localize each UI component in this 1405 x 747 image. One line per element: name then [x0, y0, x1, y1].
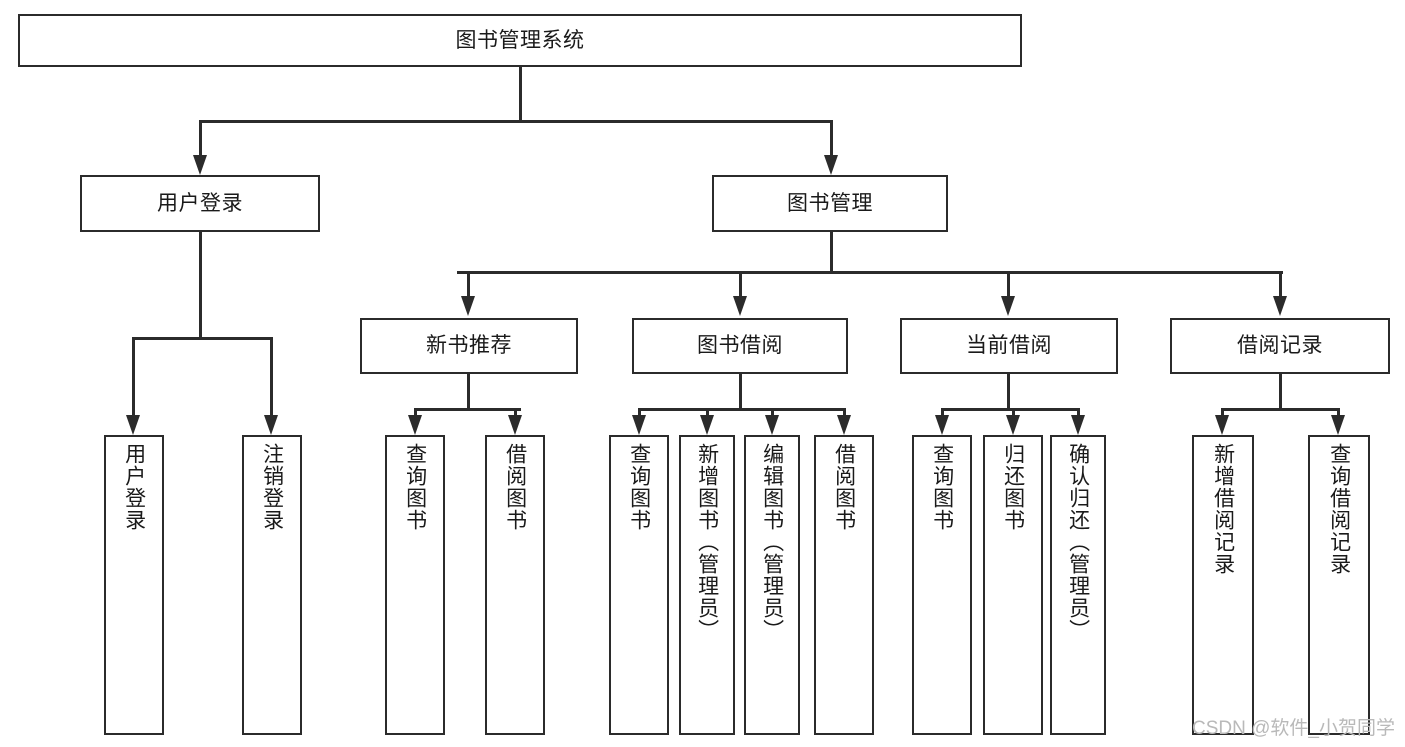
arrow-to-current-borrow — [1001, 296, 1015, 316]
node-label: 注销登录 — [260, 443, 284, 531]
connector-root-stem — [519, 67, 522, 120]
arrow-to-leaf-return-book — [1006, 415, 1020, 435]
connector-borrow-record-stem — [1279, 374, 1282, 408]
node-book-borrow[interactable]: 图书借阅 — [632, 318, 848, 374]
arrow-to-leaf-borrow-book-1 — [508, 415, 522, 435]
arrow-to-book-manage — [824, 155, 838, 175]
leaf-node-query-borrow-record[interactable]: 查询借阅记录 — [1308, 435, 1370, 735]
node-label: 编辑图书（管理员） — [760, 443, 784, 641]
connector-level2-bus — [457, 271, 1283, 274]
connector-to-leaf-user-login — [132, 337, 135, 417]
leaf-node-borrow-book[interactable]: 借阅图书 — [814, 435, 874, 735]
node-label: 借阅图书 — [832, 443, 856, 531]
node-label: 图书管理 — [787, 191, 873, 215]
connector-book-borrow-stem — [739, 374, 742, 408]
connector-to-current-borrow — [1007, 271, 1010, 298]
node-label: 用户登录 — [122, 443, 146, 531]
arrow-to-new-book-recommend — [461, 296, 475, 316]
node-new-book-recommend[interactable]: 新书推荐 — [360, 318, 578, 374]
node-label: 用户登录 — [157, 191, 243, 215]
connector-to-leaf-add-record — [1221, 408, 1224, 417]
connector-user-login-stem — [199, 232, 202, 337]
connector-to-new-book-recommend — [467, 271, 470, 298]
connector-to-leaf-query-book-3 — [941, 408, 944, 417]
leaf-node-confirm-return-admin[interactable]: 确认归还（管理员） — [1050, 435, 1106, 735]
node-label: 查询图书 — [627, 443, 651, 531]
connector-to-leaf-query-record — [1337, 408, 1340, 417]
leaf-node-query-book-recommend[interactable]: 查询图书 — [385, 435, 445, 735]
leaf-node-user-login[interactable]: 用户登录 — [104, 435, 164, 735]
arrow-to-book-borrow — [733, 296, 747, 316]
node-label: 借阅记录 — [1237, 334, 1323, 358]
connector-to-leaf-borrow-book-1 — [514, 408, 517, 417]
connector-book-borrow-bus — [638, 408, 844, 411]
node-label: 新增图书（管理员） — [695, 443, 719, 641]
connector-to-leaf-return-book — [1012, 408, 1015, 417]
connector-to-leaf-edit-book — [771, 408, 774, 417]
arrow-to-leaf-query-book-1 — [408, 415, 422, 435]
arrow-to-leaf-edit-book — [765, 415, 779, 435]
connector-borrow-record-bus — [1221, 408, 1339, 411]
node-label: 查询图书 — [930, 443, 954, 531]
arrow-to-leaf-logout — [264, 415, 278, 435]
connector-book-manage-stem — [830, 232, 833, 271]
connector-to-borrow-record — [1279, 271, 1282, 298]
node-label: 查询图书 — [403, 443, 427, 531]
connector-to-leaf-confirm-return — [1077, 408, 1080, 417]
connector-current-borrow-bus — [941, 408, 1078, 411]
connector-to-leaf-query-book-2 — [638, 408, 641, 417]
connector-to-book-manage — [830, 120, 833, 157]
arrow-to-leaf-add-book — [700, 415, 714, 435]
connector-to-user-login — [199, 120, 202, 157]
node-book-management[interactable]: 图书管理 — [712, 175, 948, 232]
connector-to-leaf-logout — [270, 337, 273, 417]
node-label: 图书借阅 — [697, 334, 783, 358]
arrow-to-borrow-record — [1273, 296, 1287, 316]
arrow-to-leaf-query-book-3 — [935, 415, 949, 435]
node-user-login[interactable]: 用户登录 — [80, 175, 320, 232]
connector-new-book-stem — [467, 374, 470, 408]
node-label: 当前借阅 — [966, 334, 1052, 358]
connector-to-book-borrow — [739, 271, 742, 298]
node-root-book-management-system[interactable]: 图书管理系统 — [18, 14, 1022, 67]
node-current-borrow[interactable]: 当前借阅 — [900, 318, 1118, 374]
node-label: 查询借阅记录 — [1327, 443, 1351, 575]
connector-user-login-bus — [132, 337, 272, 340]
arrow-to-leaf-query-book-2 — [632, 415, 646, 435]
arrow-to-leaf-add-record — [1215, 415, 1229, 435]
node-label: 图书管理系统 — [455, 28, 585, 52]
connector-to-leaf-add-book — [706, 408, 709, 417]
node-label: 确认归还（管理员） — [1066, 443, 1090, 641]
leaf-node-edit-book-admin[interactable]: 编辑图书（管理员） — [744, 435, 800, 735]
leaf-node-add-book-admin[interactable]: 新增图书（管理员） — [679, 435, 735, 735]
node-label: 借阅图书 — [503, 443, 527, 531]
arrow-to-leaf-query-record — [1331, 415, 1345, 435]
leaf-node-borrow-book-recommend[interactable]: 借阅图书 — [485, 435, 545, 735]
node-label: 新书推荐 — [426, 334, 512, 358]
connector-to-leaf-query-book-1 — [414, 408, 417, 417]
leaf-node-logout[interactable]: 注销登录 — [242, 435, 302, 735]
node-label: 归还图书 — [1001, 443, 1025, 531]
leaf-node-query-book-borrow[interactable]: 查询图书 — [609, 435, 669, 735]
arrow-to-user-login — [193, 155, 207, 175]
connector-current-borrow-stem — [1007, 374, 1010, 408]
leaf-node-query-book-current[interactable]: 查询图书 — [912, 435, 972, 735]
connector-to-leaf-borrow-book-2 — [843, 408, 846, 417]
connector-new-book-bus — [414, 408, 521, 411]
arrow-to-leaf-borrow-book-2 — [837, 415, 851, 435]
leaf-node-return-book[interactable]: 归还图书 — [983, 435, 1043, 735]
node-borrow-record[interactable]: 借阅记录 — [1170, 318, 1390, 374]
arrow-to-leaf-user-login — [126, 415, 140, 435]
node-label: 新增借阅记录 — [1211, 443, 1235, 575]
connector-level1-bus — [199, 120, 832, 123]
arrow-to-leaf-confirm-return — [1071, 415, 1085, 435]
leaf-node-add-borrow-record[interactable]: 新增借阅记录 — [1192, 435, 1254, 735]
